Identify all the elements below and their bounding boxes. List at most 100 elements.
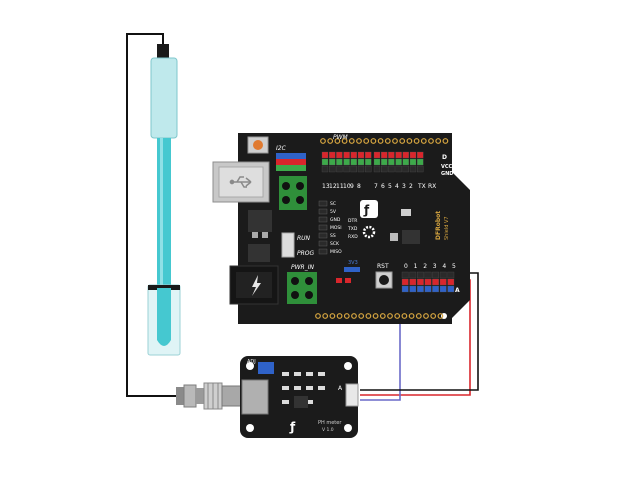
analog-header-pin <box>401 278 409 286</box>
analog-header-pin <box>439 285 447 293</box>
gold-pin <box>428 138 434 144</box>
digital-header-pin <box>381 165 388 173</box>
analog-header-pin <box>424 271 432 279</box>
analog-header-pin <box>439 271 447 279</box>
digital-pin-label: 10 <box>343 183 351 190</box>
pwm-label: PWM <box>333 134 349 141</box>
spi-label: SS <box>330 233 336 239</box>
bnc-socket <box>241 379 269 415</box>
digital-header-pin <box>402 158 409 166</box>
mid-label: DTR <box>348 218 357 224</box>
probe-band <box>148 285 180 290</box>
digital-header-pin <box>373 158 381 166</box>
digital-pin-label: 12 <box>329 183 337 190</box>
ph-signal-connector <box>345 383 359 407</box>
terminal-block-bottom <box>287 272 317 304</box>
probe-cap <box>157 44 169 58</box>
digital-header-pin <box>388 151 395 159</box>
digital-pin-label: RX <box>428 183 436 190</box>
spi-pin <box>318 200 328 207</box>
digital-header-pin <box>329 158 336 166</box>
analog-header-pin <box>417 271 424 279</box>
gnd-label: GND <box>441 171 453 177</box>
analog-header-pin <box>401 285 409 293</box>
gold-pin <box>356 138 362 144</box>
digital-header-pin <box>329 151 336 159</box>
i2c-header <box>276 153 306 171</box>
gold-pin <box>442 138 449 144</box>
ph-logo: ƒ <box>289 420 296 434</box>
reset-button[interactable] <box>379 275 389 285</box>
digital-header-pin <box>409 151 417 159</box>
mid-label: TXD <box>347 226 358 232</box>
analog-header-pin <box>409 278 417 286</box>
gold-pin <box>315 313 321 319</box>
mid-labels: DTR TXD RXD <box>347 218 358 240</box>
digital-header-pin <box>417 151 424 159</box>
digital-pin-label: 7 <box>374 183 378 190</box>
analog-header-pin <box>432 271 439 279</box>
gold-pin <box>413 138 420 144</box>
digital-header-pin <box>381 151 388 159</box>
run-prog-switch[interactable] <box>281 232 295 258</box>
spi-label: MOSI <box>330 225 342 231</box>
digital-pin-label: 5 <box>388 183 392 190</box>
digital-header-pin <box>357 165 365 173</box>
spi-pin <box>318 224 328 231</box>
gold-pin <box>322 313 329 319</box>
analog-header-pin <box>432 285 439 293</box>
analog-pin-label: 1 <box>414 263 418 270</box>
digital-header-pin <box>365 165 372 173</box>
atmega-chip <box>402 230 420 244</box>
digital-header-pin <box>365 151 372 159</box>
regulator <box>248 210 272 232</box>
digital-header-pin <box>417 158 424 166</box>
top-gold-pins <box>320 138 449 144</box>
digital-header-pin <box>395 165 402 173</box>
gold-pin <box>387 313 393 319</box>
svg-text:ƒ: ƒ <box>363 203 370 217</box>
spi-pin <box>318 232 328 239</box>
gold-pin <box>406 138 413 144</box>
arduino-shield: RUN PROG I2C PWR_IN PWM D VCC GND <box>212 133 470 324</box>
analog-pin-label: 0 <box>404 263 408 270</box>
digital-pin-label: 6 <box>381 183 385 190</box>
analog-pin-label: 4 <box>442 263 446 270</box>
analog-header-pin <box>439 278 447 286</box>
gold-pin <box>370 138 377 144</box>
gold-pin <box>384 138 391 144</box>
bottom-gold-pins <box>315 313 444 319</box>
analog-header-pin <box>417 285 424 293</box>
spi-pin <box>318 208 328 215</box>
spi-pin <box>318 240 328 247</box>
digital-pin-label: 2 <box>409 183 413 190</box>
ph-meter-board: ADJ A ƒ PH meter V 1.0 <box>240 356 359 438</box>
orange-button[interactable] <box>253 140 263 150</box>
analog-header-pin <box>409 271 417 279</box>
gold-pin <box>327 138 334 144</box>
digital-header-pin <box>409 165 417 173</box>
digital-header-pin <box>343 158 350 166</box>
gold-pin <box>336 313 343 319</box>
analog-pin-label: 5 <box>452 263 456 270</box>
brand-label: DFRobot <box>435 211 442 240</box>
spi-label: MISO <box>330 249 342 255</box>
analog-header-pin <box>447 285 455 293</box>
v3-label: 3V3 <box>348 260 358 266</box>
analog-pin-label: 3 <box>433 263 437 270</box>
gold-pin <box>329 313 336 319</box>
mid-label: RXD <box>348 234 358 240</box>
spi-pin <box>318 248 328 255</box>
terminal-block-top <box>279 176 307 210</box>
gold-pin <box>437 313 444 319</box>
gold-pin <box>351 313 357 319</box>
spi-label: SC <box>330 201 336 207</box>
gold-pin <box>435 138 442 144</box>
digital-header-pin <box>350 165 357 173</box>
adj-label: ADJ <box>247 359 256 365</box>
model-label: Shield V7 <box>444 216 450 240</box>
power-bolt-icon <box>252 275 261 296</box>
